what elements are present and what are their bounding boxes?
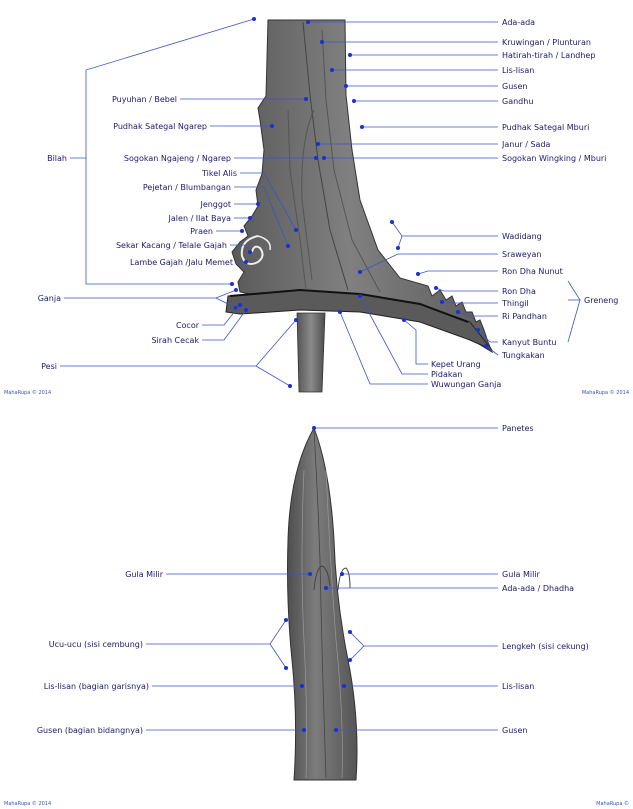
label-pesi: Pesi [41,362,57,371]
label-sogokan-ngajeng: Sogokan Ngajeng / Ngarep [124,154,231,163]
credit-top-left: MahaRupa © 2014 [4,389,51,396]
label-gusen-right: Gusen [502,726,527,735]
label-gusen-bidang: Gusen (bagian bidangnya) [37,726,143,735]
label-lis-lisan-garis: Lis-lisan (bagian garisnya) [44,682,149,691]
label-tungkakan: Tungkakan [501,351,545,360]
label-panetes: Panetes [502,424,534,433]
label-sogokan-wingking: Sogokan Wingking / Mburi [502,154,606,163]
label-jalen: Jalen / Ilat Baya [168,214,232,223]
label-lis-lisan: Lis-lisan [502,66,534,75]
label-wadidang: Wadidang [502,232,542,241]
label-ganja: Ganja [38,294,61,303]
label-gula-milir-right: Gula Milir [502,570,541,579]
label-greneng: Greneng [584,296,618,305]
label-praen: Praen [190,227,213,236]
labels-top-left: Puyuhan / Bebel Pudhak Sategal Ngarep Bi… [38,95,237,371]
label-gusen: Gusen [502,82,527,91]
label-ron-dha-nunut: Ron Dha Nunut [502,267,563,276]
label-lambe-gajah: Lambe Gajah /Jalu Memet [130,258,233,267]
labels-bottom-left: Gula Milir Ucu-ucu (sisi cembung) Lis-li… [37,570,164,735]
label-ri-pandhan: Ri Pandhan [502,312,547,321]
label-ron-dha: Ron Dha [502,287,536,296]
label-kruwingan: Kruwingan / Plunturan [502,38,591,47]
label-cocor: Cocor [176,321,200,330]
keris-tip-illustration [288,428,358,780]
label-sraweyan: Sraweyan [502,250,541,259]
label-lengkeh: Lengkeh (sisi cekung) [502,642,589,651]
credit-bottom-left: MahaRupa © 2014 [4,800,51,807]
label-ada-ada-dhadha: Ada-ada / Dhadha [502,584,574,593]
label-hatirah: Hatirah-tirah / Landhep [502,51,595,60]
label-lis-lisan-right: Lis-lisan [502,682,534,691]
label-tikel-alis: Tikel Alis [201,169,237,178]
label-ada-ada: Ada-ada [502,18,535,27]
label-ucu-ucu: Ucu-ucu (sisi cembung) [49,640,143,649]
label-thingil: Thingil [501,299,529,308]
label-kanyut-buntu: Kanyut Buntu [502,338,556,347]
credit-bottom-right: MahaRupa © [596,800,629,807]
label-jenggot: Jenggot [199,200,231,209]
label-gula-milir-left: Gula Milir [125,570,164,579]
label-pudhak-ngarep: Pudhak Sategal Ngarep [113,122,207,131]
label-sekar-kacang: Sekar Kacang / Telale Gajah [116,241,227,250]
label-wuwungan-ganja: Wuwungan Ganja [431,380,501,389]
label-pidakan: Pidakan [431,370,462,379]
label-puyuhan: Puyuhan / Bebel [112,95,177,104]
keris-base-illustration [226,20,492,392]
labels-bottom-right: Panetes Gula Milir Ada-ada / Dhadha Leng… [502,424,589,735]
blade-tip-shape [288,428,358,780]
credit-top-right: MahaRupa © 2014 [582,389,629,396]
label-bilah: Bilah [47,154,67,163]
pesi-shape [297,313,325,392]
label-pejetan: Pejetan / Blumbangan [143,183,231,192]
label-kepet-urang: Kepet Urang [431,360,481,369]
label-gandhu: Gandhu [502,97,533,106]
label-janur: Janur / Sada [501,140,551,149]
label-sirah-cecak: Sirah Cecak [151,336,199,345]
label-pudhak-mburi: Pudhak Sategal Mburi [502,123,589,132]
